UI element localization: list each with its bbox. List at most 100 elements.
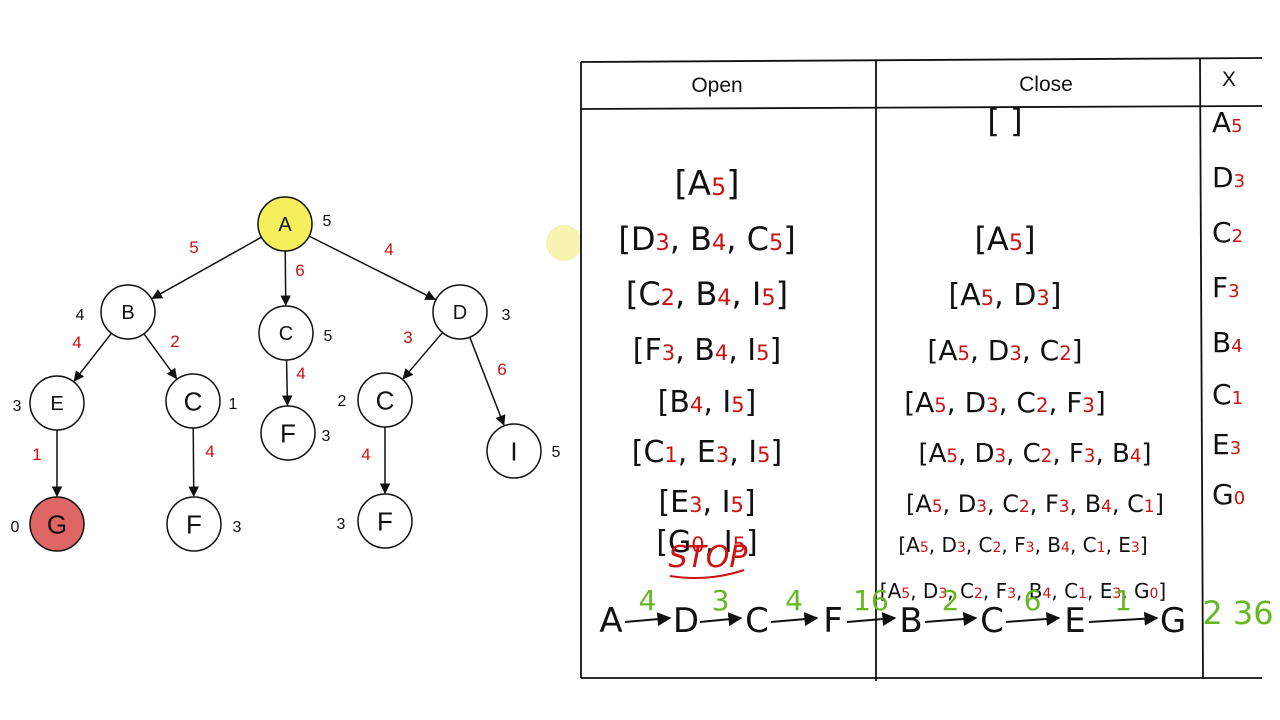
- stop-underline: [669, 569, 745, 579]
- expanded-node: E3: [1212, 428, 1241, 461]
- close-list: [A5, D3]: [949, 278, 1062, 313]
- path-node: A: [599, 601, 622, 641]
- node-label: F: [377, 506, 393, 536]
- close-list: [A5, D3, C2, F3, B4, C1, E3]: [898, 533, 1147, 557]
- expanded-node: A5: [1212, 106, 1243, 139]
- path-node: D: [673, 601, 699, 641]
- close-list: [A5, D3, C2, F3, B4, C1, E3, G0]: [880, 579, 1166, 603]
- path-cost: 4: [785, 584, 803, 617]
- node-label: I: [510, 436, 517, 466]
- path-node: C: [980, 601, 1004, 641]
- edge-A-D: [308, 235, 436, 301]
- search-table: [580, 57, 1263, 681]
- node-G: [29, 496, 85, 552]
- close-list: [A5, D3, C2, F3, B4, C1]: [906, 490, 1164, 518]
- node-label: C: [376, 385, 395, 415]
- expanded-node: C2: [1212, 216, 1243, 249]
- edge-weight: 4: [72, 333, 81, 352]
- node-C1: [258, 305, 314, 361]
- path-arrow: [924, 612, 978, 626]
- expanded-node: D3: [1212, 161, 1245, 194]
- open-list: [E3, I5]: [658, 485, 755, 520]
- close-list: [A5, D3, C2, F3, B4]: [918, 439, 1151, 469]
- path-cost: 6: [1024, 584, 1042, 617]
- edge-A-B: [151, 236, 262, 299]
- node-label: G: [47, 509, 67, 539]
- node-heuristic: 1: [229, 396, 238, 413]
- node-label: C: [279, 323, 293, 345]
- node-heuristic: 0: [11, 519, 20, 536]
- open-list: [A5]: [675, 164, 740, 204]
- node-D: [432, 284, 488, 340]
- edge-C2-F2: [188, 427, 199, 498]
- path-arrow: [624, 612, 672, 627]
- path-cost: 4: [639, 584, 657, 617]
- close-list: [A5, D3, C2]: [927, 334, 1082, 367]
- edge-C1-F1: [282, 359, 293, 407]
- edge-weight: 2: [170, 332, 179, 351]
- node-label: D: [453, 302, 467, 324]
- node-label: B: [121, 302, 134, 324]
- edge-weight: 4: [384, 240, 393, 259]
- edge-weight: 4: [296, 364, 305, 383]
- node-F2: [166, 496, 222, 552]
- close-list: [A5]: [974, 220, 1035, 258]
- expanded-node: G0: [1212, 478, 1245, 511]
- edge-B-C2: [143, 333, 178, 380]
- node-I: [486, 423, 542, 479]
- node-C2: [165, 373, 221, 429]
- node-B: [100, 284, 156, 340]
- path-cost: 3: [712, 584, 730, 617]
- path-cost: 2: [942, 584, 960, 617]
- x-header: X: [1222, 68, 1236, 91]
- node-heuristic: 4: [76, 307, 85, 324]
- open-list: [C1, E3, I5]: [632, 435, 783, 470]
- expanded-node: F3: [1212, 271, 1240, 304]
- edge-weight: 6: [497, 360, 506, 379]
- path-cost: 1: [1114, 584, 1132, 617]
- path-node: C: [745, 601, 769, 641]
- close-list: [A5, D3, C2, F3]: [904, 386, 1106, 419]
- node-label: E: [50, 393, 63, 415]
- path-arrow: [1005, 611, 1061, 626]
- node-C3: [357, 372, 413, 428]
- node-label: C: [184, 386, 203, 416]
- node-heuristic: 5: [324, 328, 333, 345]
- node-heuristic: 3: [13, 398, 22, 415]
- path-cost: 16: [853, 584, 889, 617]
- path-node: F: [823, 601, 843, 641]
- node-label: F: [280, 418, 296, 448]
- path-arrow: [770, 612, 819, 627]
- node-heuristic: 3: [233, 519, 242, 536]
- node-heuristic: 2: [338, 393, 347, 410]
- path-node: E: [1064, 601, 1085, 641]
- path-total: 2 36: [1202, 594, 1273, 632]
- node-label: A: [278, 214, 292, 236]
- node-A: [257, 196, 313, 252]
- open-header: Open: [691, 74, 742, 97]
- node-heuristic: 3: [322, 428, 331, 445]
- open-list: [D3, B4, C5]: [618, 220, 795, 258]
- node-E: [29, 375, 85, 431]
- open-list: [B4, I5]: [658, 385, 757, 420]
- node-heuristic: 3: [337, 516, 346, 533]
- edge-weight: 3: [403, 328, 412, 347]
- expanded-node: B4: [1212, 326, 1243, 359]
- expanded-node: C1: [1212, 378, 1243, 411]
- path-arrow: [846, 612, 897, 627]
- close-header: Close: [1019, 73, 1073, 96]
- edge-B-E: [73, 332, 112, 382]
- path-arrow: [1088, 611, 1159, 626]
- node-label: F: [186, 509, 202, 539]
- table-rows: [ ]A5[A5]D3[D3, B4, C5][A5]C2[C2, B4, I5…: [618, 102, 1245, 603]
- close-list: [ ]: [987, 102, 1022, 140]
- pointer-highlight: [546, 225, 582, 261]
- tree-edges: [51, 235, 506, 498]
- node-F1: [260, 405, 316, 461]
- stop-label: STOP: [668, 540, 748, 575]
- path-arrow: [699, 612, 743, 627]
